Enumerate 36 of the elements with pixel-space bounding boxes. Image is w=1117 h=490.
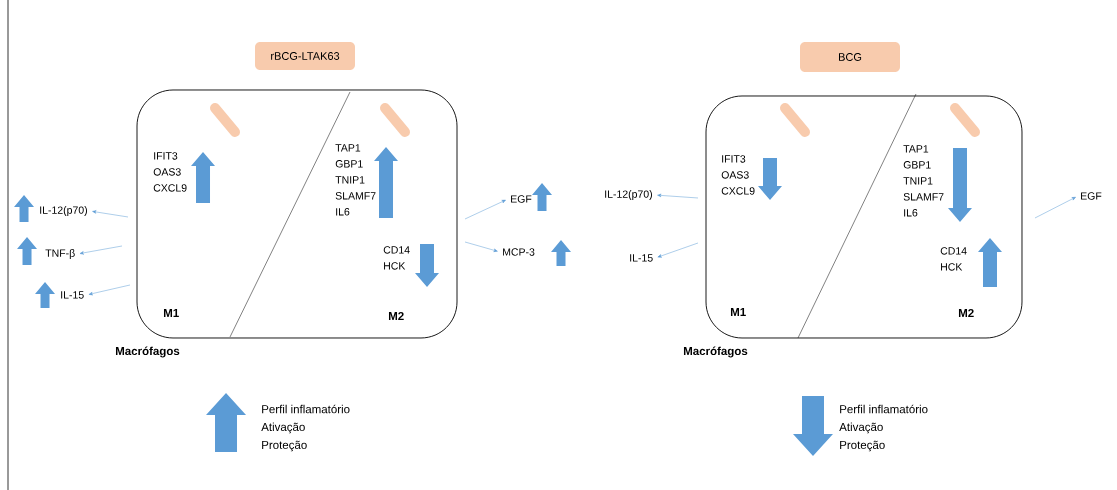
label-box: BCG [800,42,900,72]
arrow [657,242,699,258]
summary-text: Proteção [262,440,307,452]
gene-list: CD14 HCK [940,247,967,271]
subtype-label: M2 [389,311,404,320]
cytokine-label: MCP-3 [503,248,535,256]
summary-text: Perfil inflamatório [840,404,928,414]
arrow [1034,196,1076,219]
summary-text: Perfil inflamatório [262,404,350,414]
cytokine-label: IL-12(p70) [40,206,87,216]
label-box: rBCG-LTAK63 [255,42,355,70]
arrow [88,284,131,296]
subtype-label: M1 [730,308,746,316]
gene-list: IFIT3 OAS3 CXCL9 [153,152,187,192]
summary-text: Ativação [839,422,883,434]
cytokine-label: EGF [511,195,532,203]
cytokine-label: TNF-β [45,249,75,259]
gene-list: TAP1 GBP1 TNIP1 SLAMF7 IL6 [903,145,944,217]
gene-list: CD14 HCK [383,246,410,270]
summary-text: Ativação [261,422,305,434]
arrow [92,210,129,218]
arrow [464,241,498,252]
gene-list: IFIT3 OAS3 CXCL9 [721,155,755,195]
cell-label: Macrófagos [683,346,748,358]
subtype-label: M1 [164,309,179,317]
cytokine-label: IL-12(p70) [605,190,652,200]
cell-label: Macrófagos [116,346,180,358]
gene-list: TAP1 GBP1 TNIP1 SLAMF7 IL6 [335,144,376,216]
subtype-label: M2 [958,308,974,317]
arrow [464,199,506,220]
summary-text: Proteção [840,440,885,452]
cytokine-label: IL-15 [630,254,653,262]
cytokine-label: IL-15 [61,291,84,299]
cytokine-label: EGF [1081,192,1102,200]
arrow [657,193,699,199]
arrow [79,245,123,255]
